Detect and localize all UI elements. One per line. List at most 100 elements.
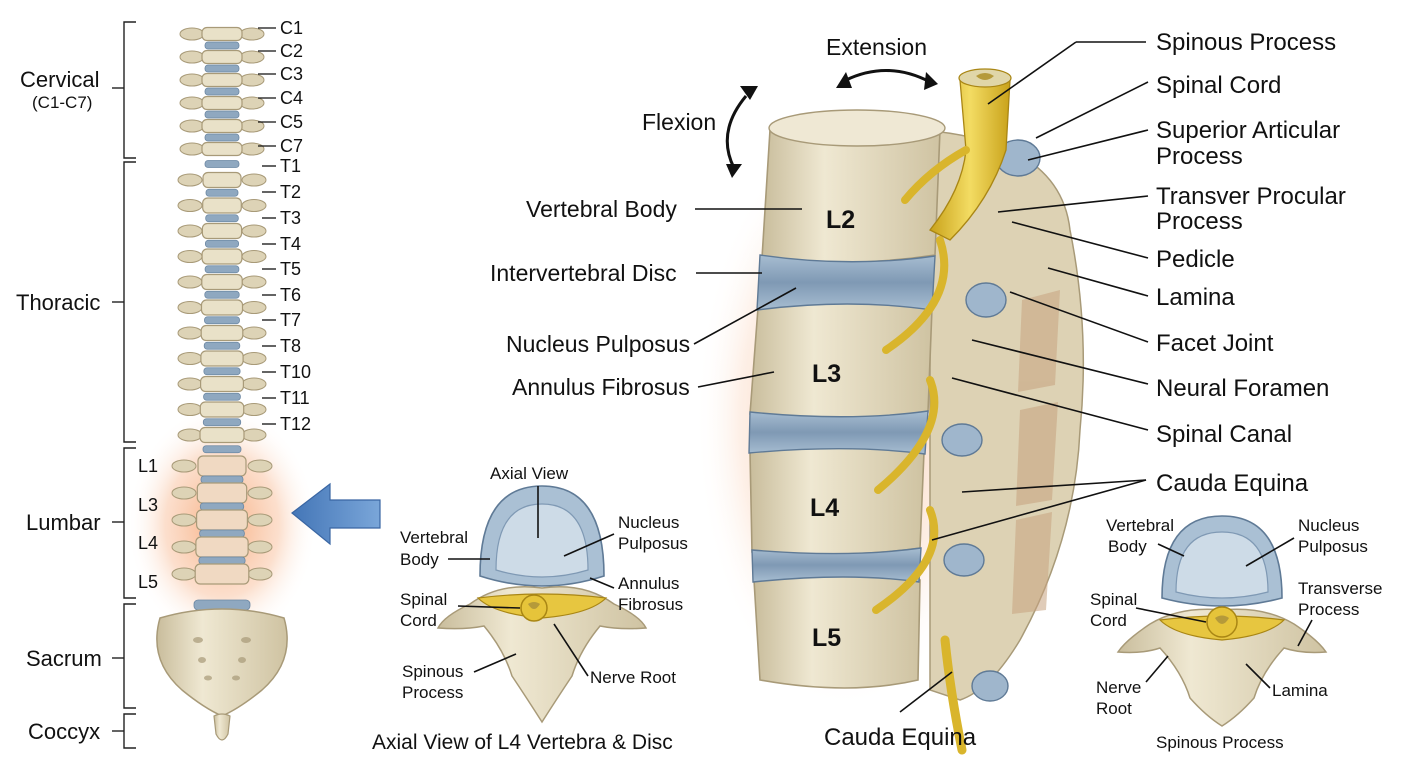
axial-left-nucleus-l1: Nucleus <box>618 513 679 532</box>
motion-arrows <box>725 69 938 178</box>
cauda-equina-bundle <box>940 635 967 755</box>
region-brackets <box>112 21 136 749</box>
sacral-foramina <box>193 637 251 681</box>
level-label-t6: T6 <box>280 285 301 305</box>
label-superior-articular-line1: Superior Articular <box>1156 117 1340 144</box>
column-vertebra <box>179 141 265 168</box>
level-label-t1: T1 <box>280 156 301 176</box>
label-cauda-equina-bottom: Cauda Equina <box>824 724 977 751</box>
level-label-t5: T5 <box>280 259 301 279</box>
spinal-cord <box>928 79 1011 241</box>
column-vertebra <box>177 273 267 299</box>
label-spinal-cord: Spinal Cord <box>1156 72 1281 99</box>
lumbar-pointer-arrow <box>291 482 381 546</box>
region-label-thoracic: Thoracic <box>16 290 100 315</box>
axial-right-vertebral-l1: Vertebral <box>1106 516 1174 535</box>
column-vertebra <box>177 401 267 427</box>
level-label-l5: L5 <box>138 572 158 592</box>
axial-left-cord-l2: Cord <box>400 611 437 630</box>
flexion-arrow <box>725 95 748 169</box>
axial-right-nerve-l2: Root <box>1096 699 1132 718</box>
label-transverse-line1: Transver Procular <box>1156 183 1346 210</box>
level-label-t4: T4 <box>280 234 301 254</box>
axial-left-vertebral-l1: Vertebral <box>400 528 468 547</box>
axial-view-right: Vertebral Body Nucleus Pulposus Transver… <box>1090 515 1382 752</box>
column-vertebra <box>179 49 265 73</box>
label-cauda-equina: Cauda Equina <box>1156 470 1309 497</box>
axial-right-nucleus-l2: Pulposus <box>1298 537 1368 556</box>
extension-label: Extension <box>826 34 927 60</box>
axial-left-caption: Axial View of L4 Vertebra & Disc <box>372 731 673 754</box>
axial-left-nerve-root: Nerve Root <box>590 668 676 687</box>
axial-right-lamina: Lamina <box>1272 681 1328 700</box>
axial-left-annulus-l1: Annulus <box>618 574 679 593</box>
axial-right-nucleus-l1: Nucleus <box>1298 516 1359 535</box>
column-vertebra <box>171 482 273 511</box>
right-leader-lines <box>899 41 1149 713</box>
level-label-l4: L4 <box>138 533 158 553</box>
extension-arrow <box>845 69 931 84</box>
column-vertebra <box>177 324 267 350</box>
label-lamina: Lamina <box>1156 284 1235 311</box>
level-label-c7: C7 <box>280 136 303 156</box>
label-intervertebral-disc: Intervertebral Disc <box>490 260 677 286</box>
facet-joint-caps <box>941 139 1041 702</box>
column-vertebra <box>177 197 267 223</box>
column-vertebra <box>177 299 267 325</box>
left-leader-lines <box>693 208 802 388</box>
intervertebral-discs <box>748 254 936 583</box>
level-label-t8: T8 <box>280 336 301 356</box>
label-spinous-process: Spinous Process <box>1156 29 1336 56</box>
sacrum-bracket <box>123 603 136 709</box>
column-vertebra <box>177 350 267 376</box>
axial-right-nucleus <box>1175 531 1269 599</box>
column-vertebra <box>177 375 267 401</box>
axial-view-l4: Axial View Vertebral Body Nucleus Pulpos… <box>372 464 688 754</box>
disc-l3-l4 <box>748 410 929 455</box>
level-label-c2: C2 <box>280 41 303 61</box>
axial-right-transverse-l2: Process <box>1298 600 1359 619</box>
axial-right-posterior-arch <box>1116 608 1328 727</box>
label-nucleus-pulposus: Nucleus Pulposus <box>506 331 690 357</box>
column-vertebra <box>179 95 265 119</box>
column-vertebra <box>177 248 267 274</box>
level-label-c1: C1 <box>280 18 303 38</box>
label-annulus-fibrosus: Annulus Fibrosus <box>512 374 690 400</box>
axial-right-nerve-l1: Nerve <box>1096 678 1141 697</box>
axial-right-cord-l1: Spinal <box>1090 590 1137 609</box>
disc-l2-l3 <box>756 254 936 311</box>
lumbar-bracket <box>123 447 136 599</box>
label-facet-joint: Facet Joint <box>1156 330 1274 357</box>
level-label-t7: T7 <box>280 310 301 330</box>
column-vertebra <box>171 563 273 585</box>
axial-left-annulus-l2: Fibrosus <box>618 595 683 614</box>
axial-posterior-arch <box>436 585 648 724</box>
column-vertebra <box>171 536 273 565</box>
level-label-c3: C3 <box>280 64 303 84</box>
cervical-bracket <box>123 21 136 159</box>
neural-structures <box>872 68 1012 755</box>
axial-left-spinous-l1: Spinous <box>402 662 463 681</box>
segment-label-l3: L3 <box>812 360 841 388</box>
column-vertebra <box>179 72 265 96</box>
vertebra-level-labels: C1C2C3C4C5C7T1T2T3T4T5T6T7T8T10T11T12L1L… <box>138 18 311 592</box>
column-vertebra <box>177 222 267 248</box>
column-vertebra <box>179 26 265 50</box>
column-vertebra <box>171 509 273 538</box>
label-transverse-line2: Process <box>1156 208 1243 235</box>
thoracic-bracket <box>123 161 136 443</box>
label-spinal-canal: Spinal Canal <box>1156 421 1292 448</box>
vertebral-endplate-l2 <box>768 109 946 147</box>
region-label-cervical-range: (C1-C7) <box>32 93 92 112</box>
column-vertebra <box>179 118 265 142</box>
sacrum-bone <box>156 608 288 717</box>
region-label-coccyx: Coccyx <box>28 719 100 744</box>
axial-right-cord-l2: Cord <box>1090 611 1127 630</box>
column-vertebrae <box>171 26 273 611</box>
axial-nucleus <box>495 503 589 578</box>
axial-left-cord-l1: Spinal <box>400 590 447 609</box>
level-label-t3: T3 <box>280 208 301 228</box>
